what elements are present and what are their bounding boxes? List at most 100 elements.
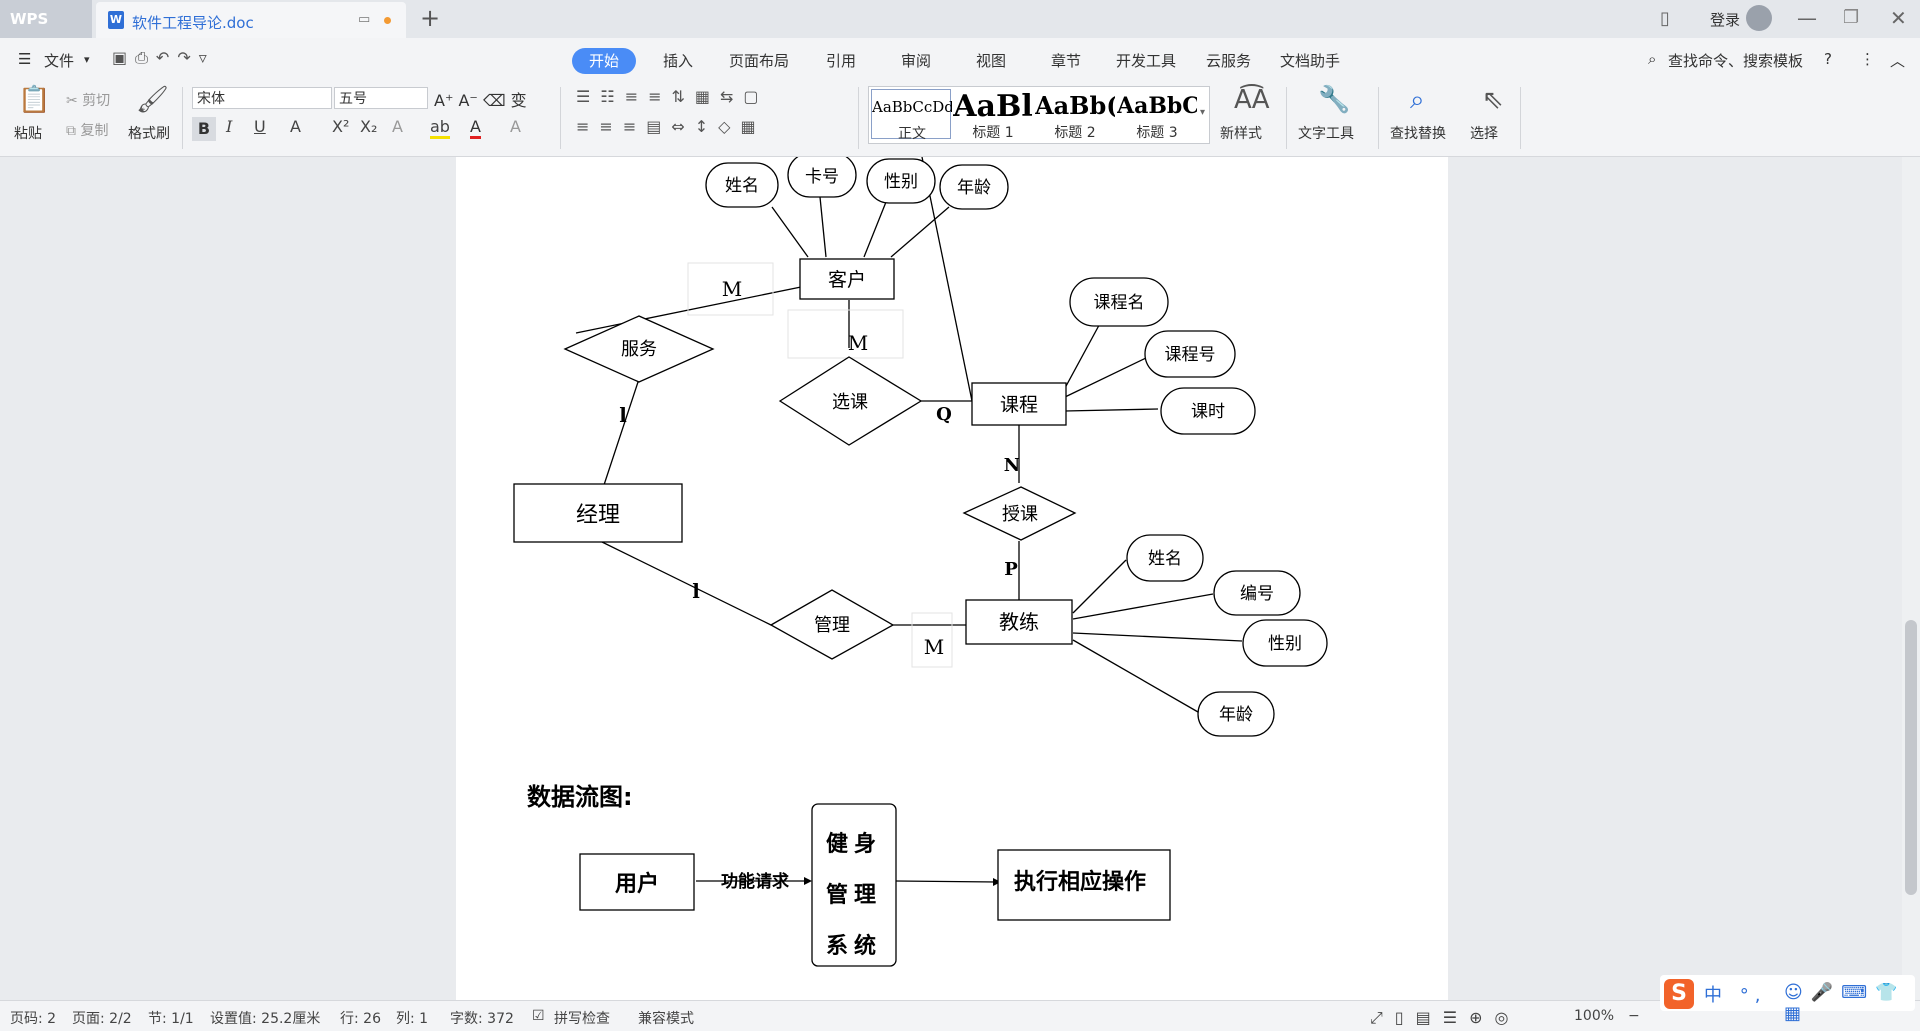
status-pages[interactable]: 页面: 2/2 [72,1011,132,1027]
text-tools-button[interactable]: 文字工具 [1298,126,1354,142]
list-buttons[interactable]: ☰☷≡≡⇅▦⇆▢ [576,87,769,106]
attr-oval[interactable] [787,157,857,198]
strikethrough-button[interactable]: A [290,117,301,136]
quick-access-icons[interactable]: ▣⎙↶↷▿ [112,48,215,67]
rel-select-diamond[interactable] [778,356,923,446]
style-heading-2[interactable]: AaBb( 标题 2 [1035,89,1115,141]
attr-oval[interactable] [866,158,936,204]
tab-references[interactable]: 引用 [826,52,857,70]
search-icon[interactable]: ⌕ [1648,50,1657,68]
status-section[interactable]: 节: 1/1 [148,1011,194,1027]
tab-developer[interactable]: 开发工具 [1116,52,1177,70]
more-icon[interactable]: ⋮ [1860,50,1875,68]
entity-course-box[interactable] [971,382,1067,426]
alignment-buttons[interactable]: ≡≡≡▤⇔↕◇▦ [576,117,766,136]
attr-oval[interactable] [705,162,779,208]
font-grow-icon[interactable]: A⁺ A⁻ ⌫ 变 [434,91,527,110]
new-tab-button[interactable]: + [420,4,441,32]
font-color-button[interactable]: A [470,117,481,139]
dfd-result-box[interactable] [997,849,1171,921]
minimize-button[interactable]: — [1797,6,1817,30]
ime-toolbar[interactable]: S 中 °, ☺🎤⌨👕▦ [1660,975,1915,1024]
cursor-icon[interactable]: ⇖ [1482,85,1504,115]
text-effect-button[interactable]: A [392,117,403,136]
dfd-system-box[interactable] [811,803,897,967]
tab-doc-assistant[interactable]: 文档助手 [1280,52,1341,70]
attr-oval[interactable] [1069,277,1169,327]
scrollbar-thumb[interactable] [1905,620,1917,895]
monitor-icon[interactable]: ▭ [358,12,371,27]
status-col[interactable]: 列: 1 [396,1011,429,1027]
new-style-icon[interactable]: A͡A [1234,85,1270,115]
gallery-scroll-icon[interactable]: ▾ [1199,107,1205,118]
status-row[interactable]: 行: 26 [340,1011,381,1027]
tab-start[interactable]: 开始 [572,48,636,74]
entity-coach-box[interactable] [965,599,1073,645]
document-tab[interactable]: W 软件工程导论.doc ▭ [96,2,406,38]
compat-mode-button[interactable]: 兼容模式 [638,1011,694,1027]
tab-page-layout[interactable]: 页面布局 [729,52,790,70]
font-size-select[interactable]: 五号 [334,87,428,109]
magnifier-icon[interactable]: ⌕ [1410,85,1425,115]
wps-home-tab[interactable]: WPS [0,0,92,38]
font-name-select[interactable]: 宋体 [192,87,332,109]
char-shading-button[interactable]: A [510,117,521,136]
new-style-button[interactable]: 新样式 [1220,126,1262,142]
format-painter-icon[interactable]: 🖌 [136,85,170,115]
hamburger-icon[interactable]: ☰ [18,50,32,68]
rel-teach-diamond[interactable] [962,486,1077,541]
wrench-icon[interactable]: 🔧 [1318,85,1351,115]
document-page[interactable]: 客户 课程 经理 教练 服务 选课 授课 管理 姓名 卡号 性别 年龄 课程名 … [456,157,1448,1000]
underline-button[interactable]: U [254,117,266,136]
rel-manage-diamond[interactable] [769,589,895,660]
attr-oval[interactable] [1144,330,1236,378]
spell-check-button[interactable]: 拼写检查 [554,1011,610,1027]
attr-oval[interactable] [1213,570,1301,616]
subscript-button[interactable]: X₂ [360,117,378,136]
zoom-level[interactable]: 100% [1574,1008,1615,1024]
attr-oval[interactable] [1197,691,1275,737]
bold-button[interactable]: B [192,117,216,141]
spell-check-icon[interactable]: ☑ [532,1008,545,1024]
close-button[interactable]: ✕ [1890,6,1907,30]
superscript-button[interactable]: X² [332,117,350,136]
copy-button[interactable]: ⧉ 复制 [66,123,109,139]
tab-insert[interactable]: 插入 [663,52,694,70]
attr-oval[interactable] [1126,534,1204,582]
status-page-number[interactable]: 页码: 2 [10,1011,57,1027]
tab-review[interactable]: 审阅 [901,52,932,70]
attr-oval[interactable] [939,164,1009,210]
zoom-out-button[interactable]: − [1628,1008,1640,1024]
dfd-user-box[interactable] [579,853,695,911]
help-icon[interactable]: ? [1824,50,1832,68]
paste-icon[interactable]: 📋 [18,85,51,115]
file-menu[interactable]: 文件 [44,52,75,70]
entity-manager-box[interactable] [513,483,683,543]
italic-button[interactable]: I [226,117,233,136]
tab-view[interactable]: 视图 [976,52,1007,70]
ime-tool-icons[interactable]: ☺🎤⌨👕▦ [1784,982,1906,1024]
entity-customer-box[interactable] [799,258,895,300]
cut-button[interactable]: ✂ 剪切 [66,93,111,109]
tab-cloud[interactable]: 云服务 [1206,52,1252,70]
collapse-ribbon-icon[interactable]: ︿ [1890,52,1906,70]
rel-service-diamond[interactable] [563,315,715,383]
status-setting[interactable]: 设置值: 25.2厘米 [210,1011,321,1027]
avatar-icon[interactable] [1746,5,1772,31]
restore-button[interactable]: ❐ [1843,7,1860,28]
view-mode-icons[interactable]: ⤢▯▤☰⊕◎ [1370,1008,1521,1027]
tab-chapter[interactable]: 章节 [1051,52,1082,70]
login-button[interactable]: 登录 [1710,11,1741,29]
style-normal[interactable]: AaBbCcDd 正文 [871,89,952,142]
find-replace-button[interactable]: 查找替换 [1390,126,1446,142]
command-search[interactable]: 查找命令、搜索模板 [1668,52,1804,70]
attr-oval[interactable] [1160,387,1256,435]
attr-oval[interactable] [1242,619,1328,667]
layout-icon[interactable]: ▯ [1660,8,1670,29]
status-word-count[interactable]: 字数: 372 [450,1011,514,1027]
chevron-down-icon[interactable]: ▾ [84,53,90,66]
paste-button[interactable]: 粘贴 [14,126,42,142]
format-painter-button[interactable]: 格式刷 [128,126,170,142]
highlight-button[interactable]: ab [430,117,450,139]
select-button[interactable]: 选择 [1470,126,1498,142]
